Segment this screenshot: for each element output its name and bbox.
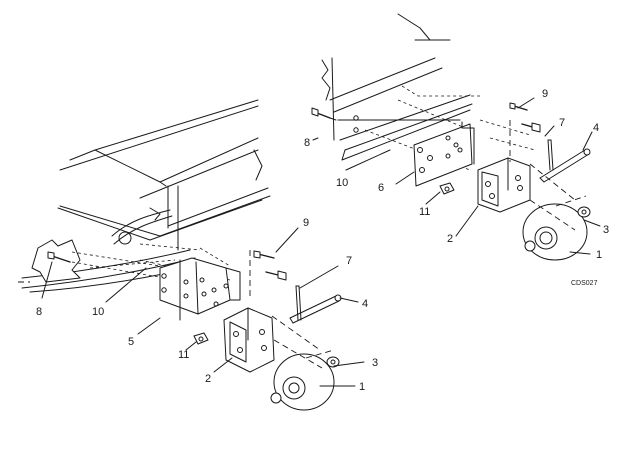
upper-callout-7: 7 <box>559 117 565 129</box>
lower-spring <box>111 207 173 245</box>
upper-mounting-plate <box>413 121 475 187</box>
lower-pin-7 <box>295 285 302 321</box>
lower-callout-8: 8 <box>36 306 42 318</box>
upper-axle-rod <box>539 148 591 183</box>
upper-frame-rail <box>321 13 473 161</box>
lower-callout-2: 2 <box>205 373 211 385</box>
upper-caster-bracket <box>477 157 531 213</box>
upper-bolt-head <box>521 122 541 133</box>
lower-callout-5: 5 <box>128 336 134 348</box>
lower-callout-9: 9 <box>303 217 309 229</box>
upper-callout-8: 8 <box>304 137 310 149</box>
lower-callouts: 9 7 4 8 10 5 11 2 3 1 <box>36 217 378 393</box>
upper-callout-4: 4 <box>593 122 599 134</box>
upper-callout-10: 10 <box>336 177 348 189</box>
lower-nut-11 <box>193 332 209 345</box>
upper-callout-9: 9 <box>542 88 548 100</box>
lower-caster-wheel <box>270 353 335 411</box>
lower-assembly <box>18 99 342 411</box>
upper-callout-2: 2 <box>447 233 453 245</box>
upper-callout-11: 11 <box>419 206 430 218</box>
upper-assembly <box>311 13 591 261</box>
upper-callout-3: 3 <box>603 224 609 236</box>
lower-bolt-9 <box>253 250 275 259</box>
figure-id: CDS027 <box>571 280 598 287</box>
lower-torn-plate <box>31 239 81 283</box>
lower-callout-1: 1 <box>359 381 365 393</box>
upper-bolt-8 <box>311 107 337 121</box>
lower-callout-4: 4 <box>362 298 368 310</box>
upper-leaders <box>312 97 601 255</box>
lower-bolt-head <box>265 270 287 281</box>
upper-nut-11 <box>439 182 455 195</box>
lower-mounting-plate <box>159 257 241 321</box>
upper-caster-wheel <box>522 203 588 261</box>
lower-hidden-lines <box>71 243 231 281</box>
upper-callout-6: 6 <box>378 182 384 194</box>
lower-caster-bracket <box>223 307 275 373</box>
lower-nut-3 <box>326 356 340 368</box>
lower-callout-3: 3 <box>372 357 378 369</box>
upper-pin-7 <box>547 139 554 171</box>
lower-leaders <box>41 227 365 387</box>
upper-bolt-9 <box>509 102 528 111</box>
upper-callouts: 9 7 4 8 10 6 11 2 3 1 <box>304 88 609 261</box>
lower-frame-box <box>57 99 271 251</box>
lower-callout-10: 10 <box>92 306 104 318</box>
upper-callout-1: 1 <box>596 249 602 261</box>
lower-callout-11: 11 <box>178 349 189 361</box>
lower-callout-7: 7 <box>346 255 352 267</box>
upper-nut-3 <box>577 206 591 218</box>
